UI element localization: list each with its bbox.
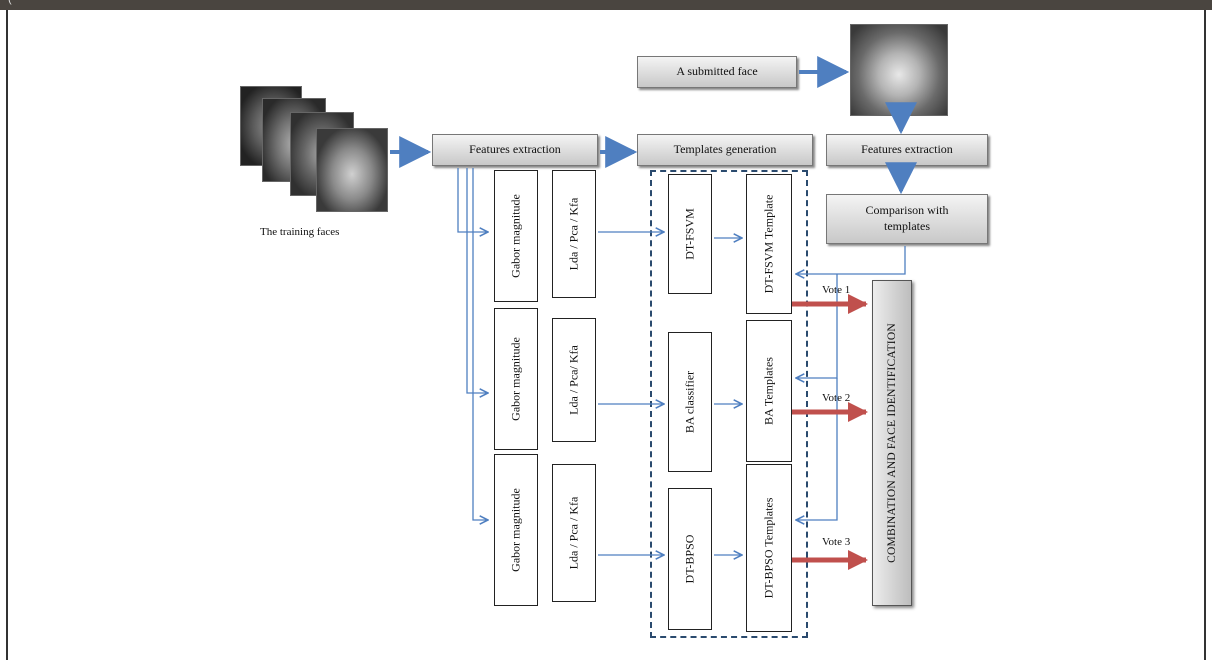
reduction-box-1: Lda / Pca / Kfa — [552, 170, 596, 298]
comparison-to-template-2 — [796, 274, 838, 378]
features-extraction-box-1: Features extraction — [432, 134, 598, 166]
template-box-2: BA Templates — [746, 320, 792, 462]
classifier-box-3: DT-BPSO — [668, 488, 712, 630]
comparison-box: Comparison with templates — [826, 194, 988, 244]
caption-fragment: ( — [8, 0, 12, 5]
reduction-box-2: Lda / Pca/ Kfa — [552, 318, 596, 442]
comparison-feedback-line — [796, 246, 906, 274]
submitted-face-box: A submitted face — [637, 56, 797, 88]
vote-label-1: Vote 1 — [822, 284, 851, 296]
branch-line-3 — [472, 168, 488, 520]
features-extraction-label-1: Features extraction — [469, 142, 561, 157]
classifier-box-1: DT-FSVM — [668, 174, 712, 294]
combination-identification-box: COMBINATION AND FACE IDENTIFICATION — [872, 280, 912, 606]
submitted-face-image — [850, 24, 948, 116]
figure-frame — [6, 10, 1206, 660]
vote-label-3: Vote 3 — [822, 536, 851, 548]
gabor-magnitude-box-3: Gabor magnitude — [494, 454, 538, 606]
comparison-label: Comparison with templates — [865, 203, 949, 233]
classifier-box-2: BA classifier — [668, 332, 712, 472]
reduction-box-3: Lda / Pca / Kfa — [552, 464, 596, 602]
templates-generation-label: Templates generation — [673, 142, 777, 157]
template-box-3: DT-BPSO Templates — [746, 464, 792, 632]
features-extraction-label-2: Features extraction — [861, 142, 953, 157]
comparison-to-template-3 — [796, 378, 838, 520]
branch-line-2 — [466, 168, 488, 393]
templates-generation-box: Templates generation — [637, 134, 813, 166]
submitted-face-label: A submitted face — [676, 64, 758, 79]
branch-line-1 — [457, 168, 488, 232]
gabor-magnitude-box-2: Gabor magnitude — [494, 308, 538, 450]
vote-label-2: Vote 2 — [822, 392, 851, 404]
features-extraction-box-2: Features extraction — [826, 134, 988, 166]
training-faces-label: The training faces — [260, 226, 340, 238]
gabor-magnitude-box-1: Gabor magnitude — [494, 170, 538, 302]
template-box-1: DT-FSVM Template — [746, 174, 792, 314]
top-bar: ( — [0, 0, 1212, 10]
training-face-image-4 — [316, 128, 388, 212]
